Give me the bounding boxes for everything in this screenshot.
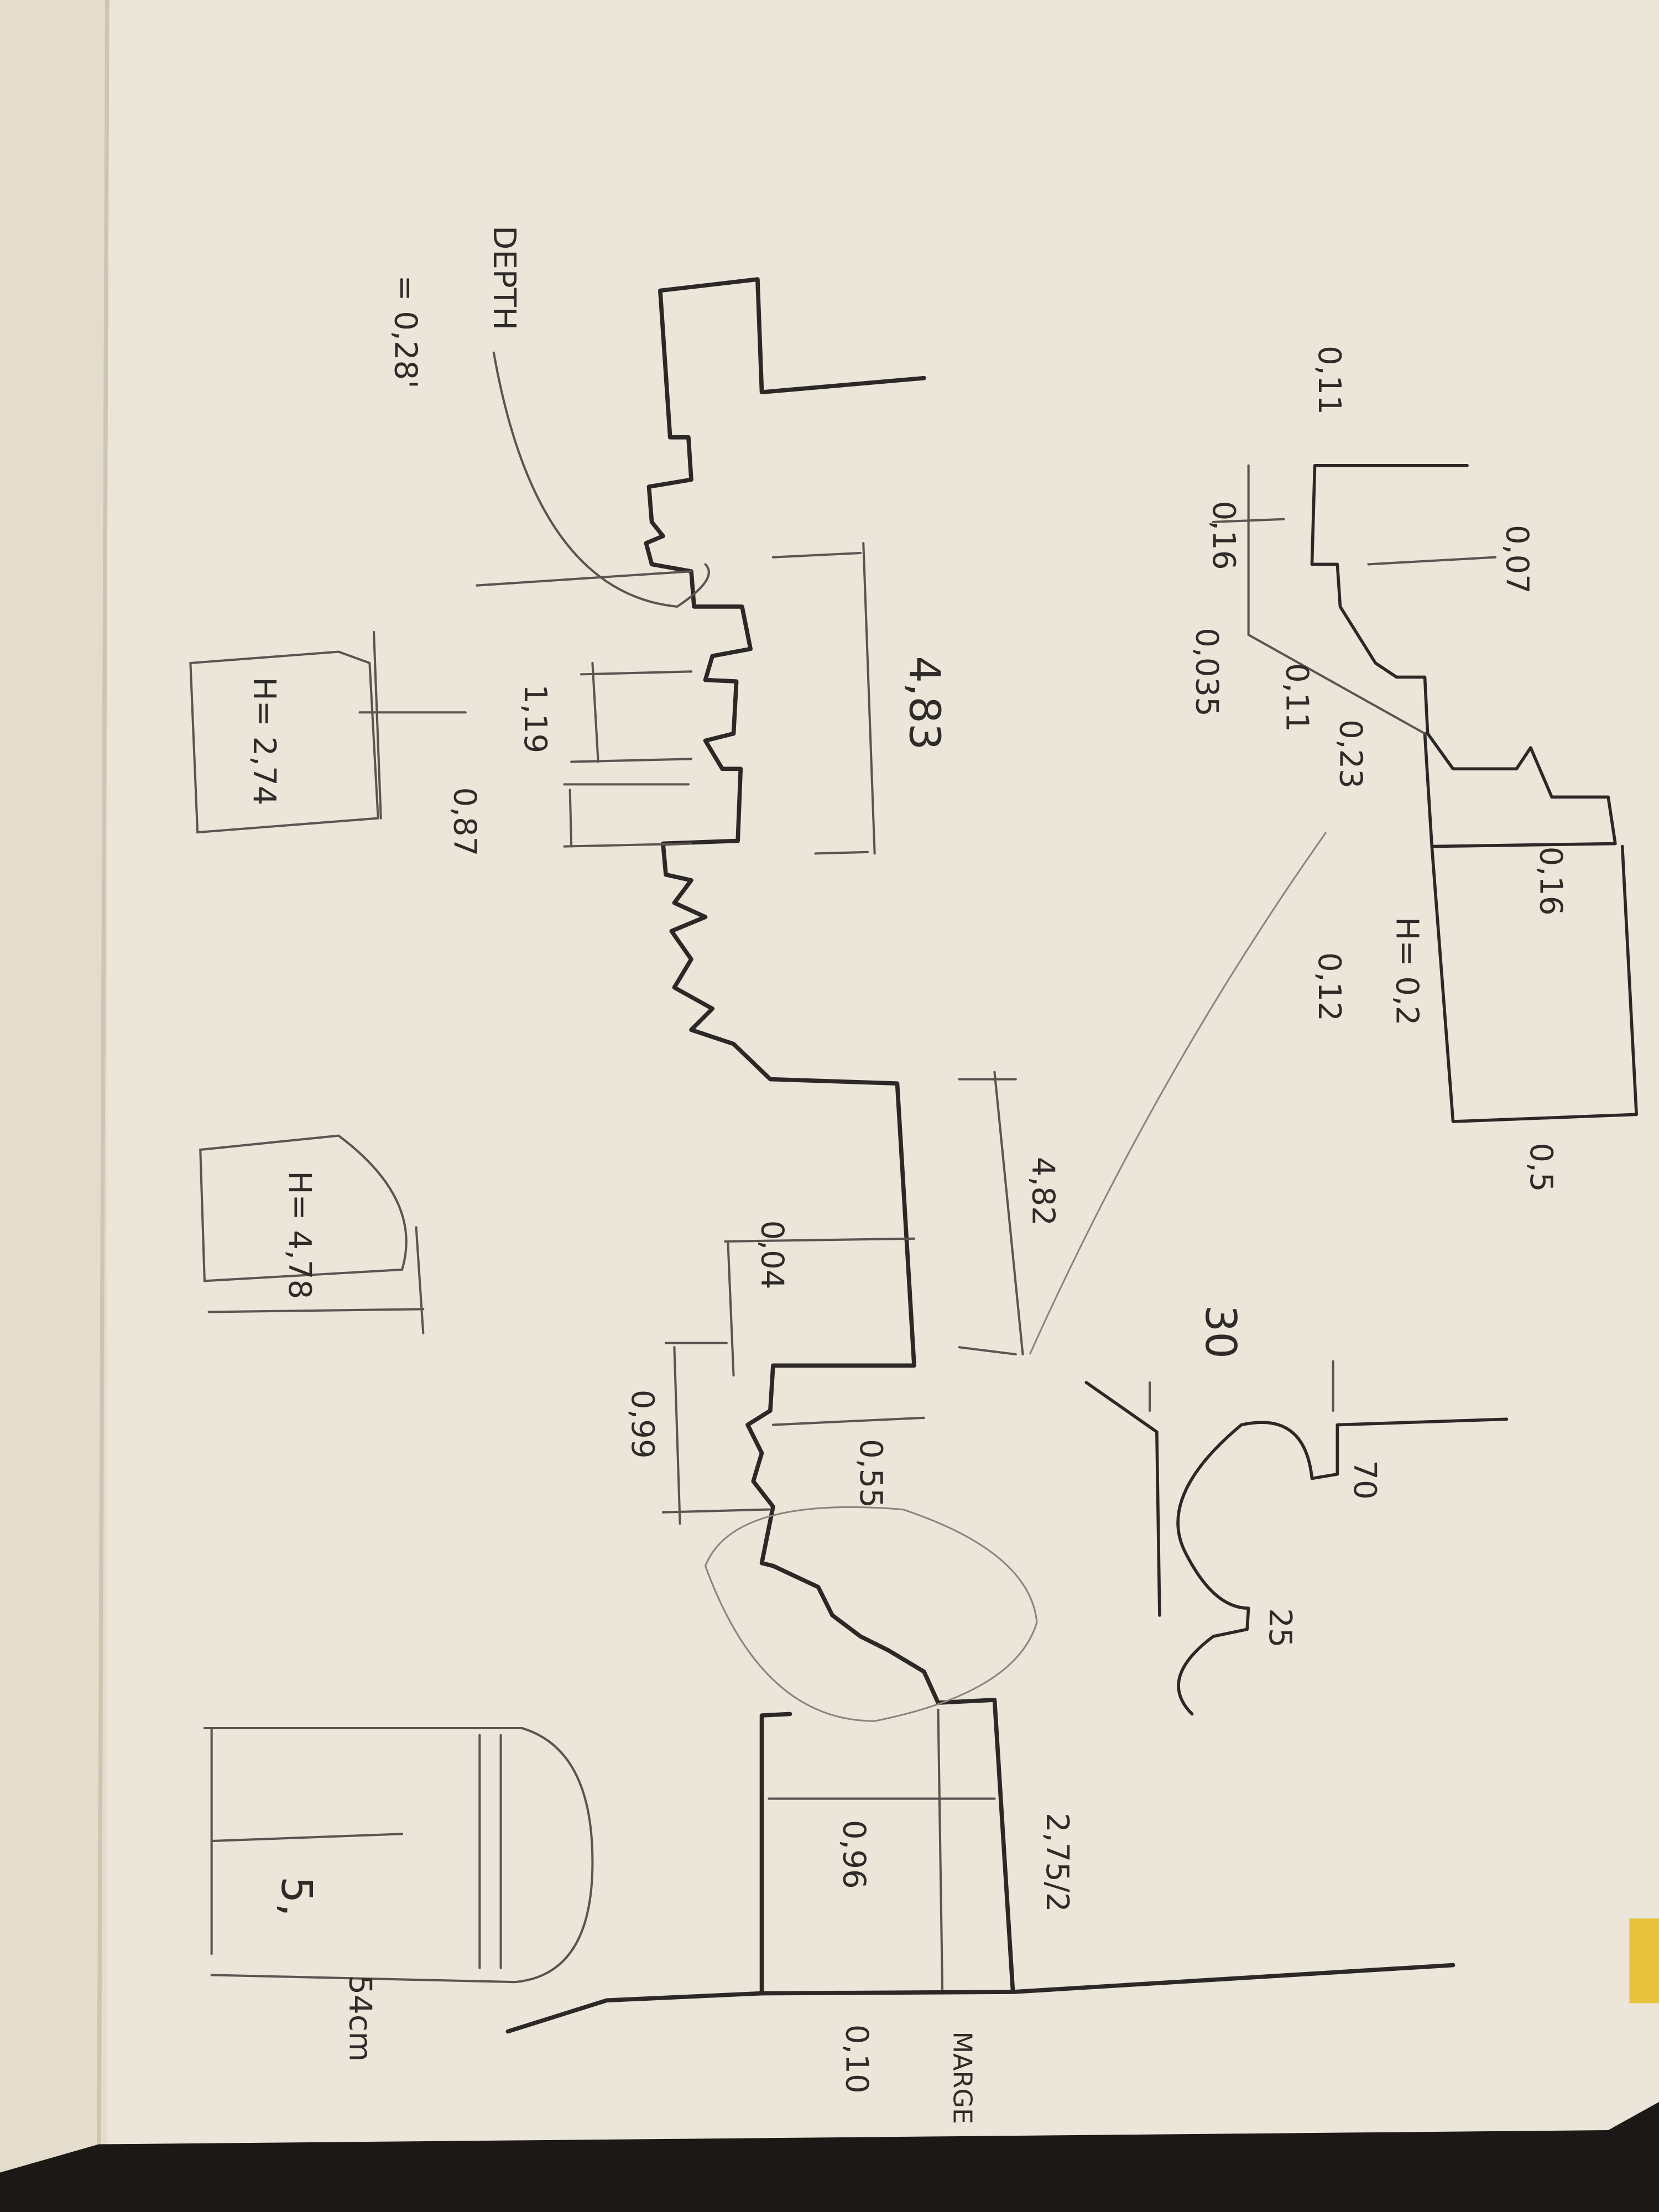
label-dim: 0,12: [1311, 952, 1347, 1021]
label-dim: 1,19: [517, 684, 553, 753]
main-profile-line: [644, 277, 1015, 1996]
label-dim: 0,99: [624, 1390, 660, 1459]
depth-leader: [476, 351, 710, 608]
label-marge: MARGE: [947, 2031, 977, 2124]
label-dim: 30: [1196, 1305, 1245, 1359]
cornice-detail: [1310, 464, 1638, 1123]
label-dim: 0,10: [839, 2025, 875, 2094]
ground-line: [505, 1963, 1455, 2034]
label-dim: 0,55: [853, 1439, 889, 1508]
right-page: [107, 0, 1659, 2212]
label-dim: 4,83: [899, 656, 948, 750]
label-dim: 0,16: [1206, 501, 1241, 570]
labels: DEPTH = 0,28' 0,11 0,16 0,07 0,035 0,11 …: [246, 226, 1569, 2124]
leader-arrow: [1029, 832, 1327, 1355]
label-dim: 54cm: [342, 1975, 378, 2062]
label-dim: 0,23: [1332, 719, 1368, 789]
binding-gutter: [96, 0, 109, 2212]
label-dim: 0,5: [1523, 1142, 1559, 1192]
label-dim: 0,04: [754, 1220, 790, 1290]
label-dim: H= 0,2: [1389, 917, 1425, 1025]
label-dim: 5,: [272, 1876, 321, 1917]
dim-483: [771, 542, 876, 855]
label-dim: 0,11: [1311, 346, 1347, 415]
label-dim: 2,75/2: [1039, 1813, 1075, 1912]
label-dim: 0,16: [1533, 847, 1569, 916]
cornice-dims: [1212, 464, 1497, 735]
label-dim: 0,87: [446, 787, 482, 856]
label-dim: H= 2,74: [246, 677, 282, 805]
label-dim: H= 4,78: [281, 1171, 317, 1299]
box-274: [189, 650, 379, 834]
dim-119-087: [563, 661, 693, 848]
label-dim: 70: [1347, 1460, 1383, 1499]
moulding-profile: [1084, 1381, 1509, 1716]
dim-482-099-055: [661, 1071, 1024, 1525]
label-dim: 0,07: [1499, 525, 1535, 594]
table-edge: [0, 2102, 1659, 2212]
dim-274: [358, 630, 467, 820]
label-dim: 0,11: [1279, 663, 1315, 732]
label-dim: 0,035: [1188, 628, 1224, 717]
dome-sketch: [203, 1726, 594, 1984]
box-478: [199, 1134, 425, 1334]
label-depth: DEPTH: [486, 226, 522, 330]
label-dim: 4,82: [1025, 1157, 1061, 1226]
dim-30: [1149, 1360, 1334, 1412]
detail-circle: [704, 1506, 1038, 1722]
dim-096: [768, 1708, 996, 1990]
label-depth-value: = 0,28': [387, 275, 423, 388]
label-dim: 25: [1262, 1608, 1298, 1647]
pencil-object: [1629, 1918, 1659, 2004]
label-dim: 0,96: [836, 1820, 872, 1889]
